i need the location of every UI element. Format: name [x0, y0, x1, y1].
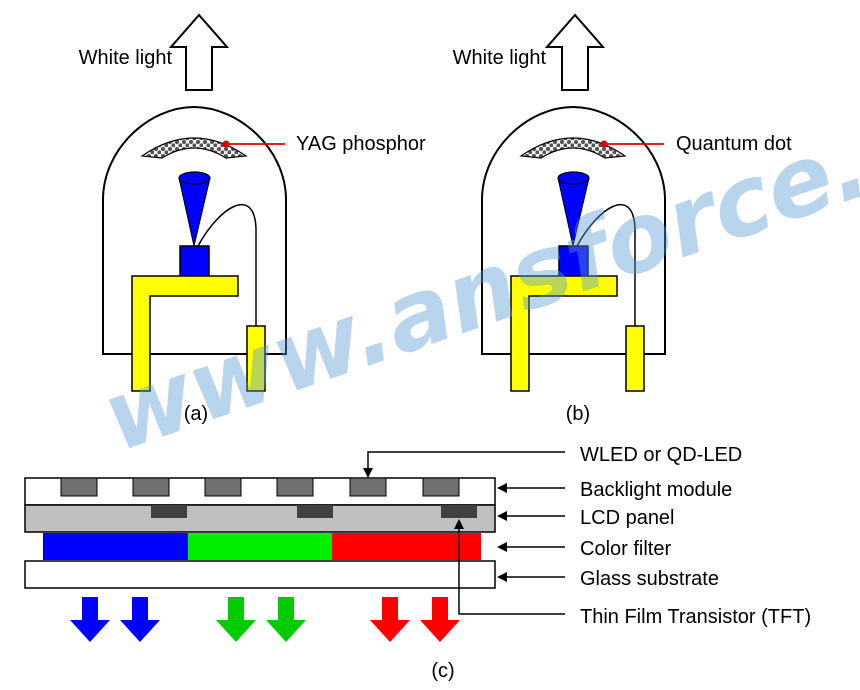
- blue-light-arrow: [120, 597, 160, 642]
- white-light-arrow: [168, 13, 230, 91]
- red-light-arrow: [420, 597, 460, 642]
- phosphor-label: YAG phosphor: [296, 133, 426, 155]
- label-glass-substrate: Glass substrate: [580, 568, 719, 590]
- leader-lines: [363, 451, 565, 615]
- anode-lead: [625, 325, 645, 392]
- backlight-led: [204, 477, 242, 497]
- blue-light-arrow: [70, 597, 110, 642]
- white-light-label: White light: [453, 47, 547, 69]
- qd-label: Quantum dot: [676, 133, 792, 155]
- blue-led-chip: [179, 245, 210, 277]
- label-color-filter: Color filter: [580, 538, 671, 560]
- led-a: White light YAG phosphor (a): [79, 13, 426, 425]
- yag-phosphor: [140, 137, 248, 159]
- backlight-led: [349, 477, 387, 497]
- green-light-arrow: [216, 597, 256, 642]
- backlight-led: [132, 477, 170, 497]
- label-wled: WLED or QD-LED: [580, 444, 742, 466]
- backlight-led: [276, 477, 314, 497]
- tft: [151, 505, 187, 518]
- tft: [441, 505, 477, 518]
- blue-emission-cone-top: [557, 171, 590, 185]
- lcd-stack: WLED or QD-LED Backlight module LCD pane…: [24, 444, 811, 682]
- glass-substrate: [24, 560, 496, 589]
- label-backlight-module: Backlight module: [580, 479, 732, 501]
- cathode-leadframe: [510, 275, 618, 392]
- cathode-leadframe: [131, 275, 239, 392]
- bond-wire: [576, 204, 636, 326]
- color-filter-green: [188, 533, 332, 560]
- blue-emission-cone-top: [178, 171, 211, 185]
- caption-c: (c): [431, 660, 454, 682]
- color-filter-blue: [43, 533, 188, 560]
- white-light-arrow: [544, 13, 606, 91]
- anode-lead: [246, 325, 266, 392]
- color-filter-red: [332, 533, 481, 560]
- led-b: White light Quantum dot (b): [453, 13, 792, 425]
- backlight-leds: [60, 477, 460, 497]
- caption-a: (a): [184, 403, 208, 425]
- caption-b: (b): [566, 403, 590, 425]
- quantum-dot-layer: [519, 137, 627, 159]
- white-light-label: White light: [79, 47, 173, 69]
- output-arrows: [70, 597, 460, 642]
- tft: [297, 505, 333, 518]
- lcd-panel: [24, 504, 496, 533]
- bond-wire: [197, 204, 257, 326]
- label-tft: Thin Film Transistor (TFT): [580, 606, 811, 628]
- green-light-arrow: [266, 597, 306, 642]
- label-lcd-panel: LCD panel: [580, 507, 675, 529]
- backlight-led: [60, 477, 98, 497]
- red-light-arrow: [370, 597, 410, 642]
- backlight-led: [422, 477, 460, 497]
